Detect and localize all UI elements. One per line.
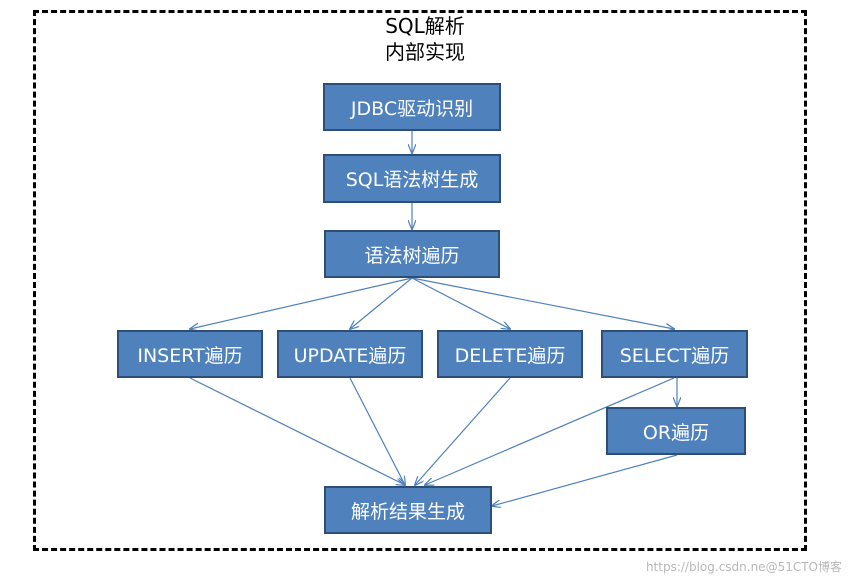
node-update: UPDATE遍历 <box>277 330 423 378</box>
edge-update-to-result <box>349 377 405 485</box>
node-result: 解析结果生成 <box>324 486 492 534</box>
node-jdbc: JDBC驱动识别 <box>323 83 501 131</box>
diagram-frame <box>33 10 807 551</box>
edge-delete-to-result <box>415 377 511 485</box>
node-insert: INSERT遍历 <box>117 330 263 378</box>
node-or: OR遍历 <box>606 407 746 455</box>
watermark: https://blog.csdn.ne@51CTO博客 <box>645 560 842 574</box>
node-sql-tree: SQL语法树生成 <box>323 154 501 203</box>
node-tree-walk: 语法树遍历 <box>324 230 500 278</box>
node-delete: DELETE遍历 <box>437 330 583 378</box>
edge-treewalk-to-select <box>411 277 674 329</box>
edge-treewalk-to-update <box>350 277 413 329</box>
edge-insert-to-result <box>189 377 405 485</box>
diagram-title-line1: SQL解析 <box>385 14 465 38</box>
node-select: SELECT遍历 <box>601 330 748 378</box>
edge-or-to-result <box>492 454 678 506</box>
edge-treewalk-to-insert <box>190 277 413 329</box>
diagram-title-line2: 内部实现 <box>385 40 465 64</box>
edge-select-to-result <box>425 377 675 485</box>
edge-treewalk-to-delete <box>411 277 510 329</box>
